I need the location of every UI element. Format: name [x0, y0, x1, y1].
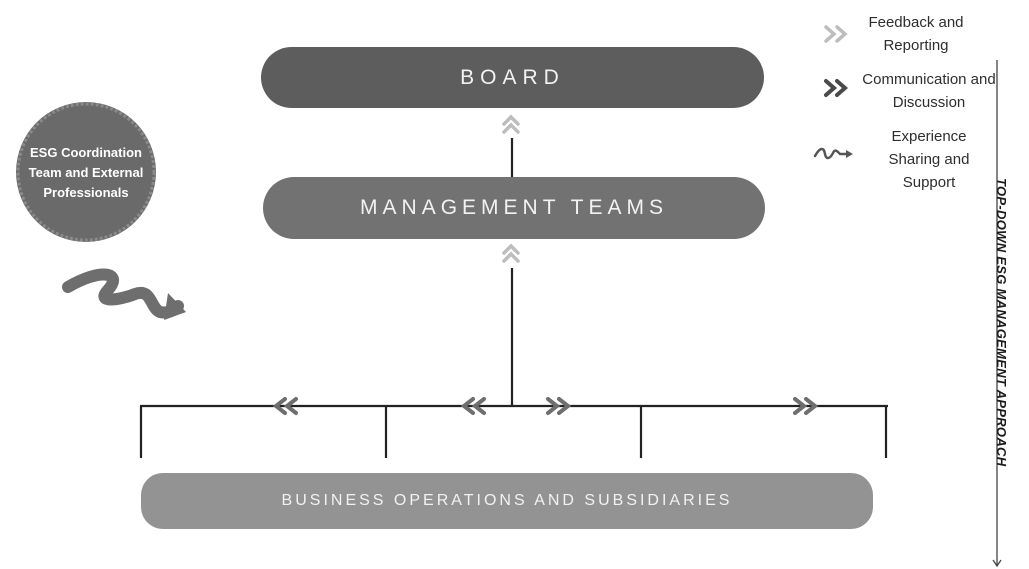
experience-squiggle-arrow: [62, 268, 186, 320]
feedback-arrow-to-board: [502, 114, 520, 134]
coordination-circle-ring: [16, 102, 156, 242]
feedback-legend-icon: [824, 25, 848, 43]
communication-arrow-left-1: [272, 397, 298, 415]
communication-arrow-left-2: [460, 397, 486, 415]
down-arrow-icon: [992, 559, 1002, 568]
management-node: MANAGEMENT TEAMS: [263, 177, 765, 239]
communication-arrow-right-2: [793, 397, 819, 415]
communication-arrow-right-1: [546, 397, 572, 415]
side-title-text: TOP-DOWN ESG MANAGEMENT APPROACH: [994, 178, 1009, 467]
management-label: MANAGEMENT TEAMS: [360, 196, 668, 219]
legend-communication-label: Communication and Discussion: [862, 71, 996, 111]
board-label: BOARD: [460, 65, 565, 89]
coordination-label: ESG Coordination Team and External Profe…: [28, 145, 144, 200]
business-label: BUSINESS OPERATIONS AND SUBSIDIARIES: [281, 492, 733, 509]
coordination-circle: [16, 102, 156, 242]
legend-experience-label: Experience Sharing and Support: [888, 128, 970, 191]
legend-feedback-label: Feedback and Reporting: [868, 14, 964, 54]
business-node: BUSINESS OPERATIONS AND SUBSIDIARIES: [141, 473, 873, 529]
feedback-arrow-to-management: [502, 243, 520, 263]
communication-legend-icon: [824, 79, 849, 97]
experience-legend-icon: [813, 147, 853, 160]
board-node: BOARD: [261, 47, 764, 108]
